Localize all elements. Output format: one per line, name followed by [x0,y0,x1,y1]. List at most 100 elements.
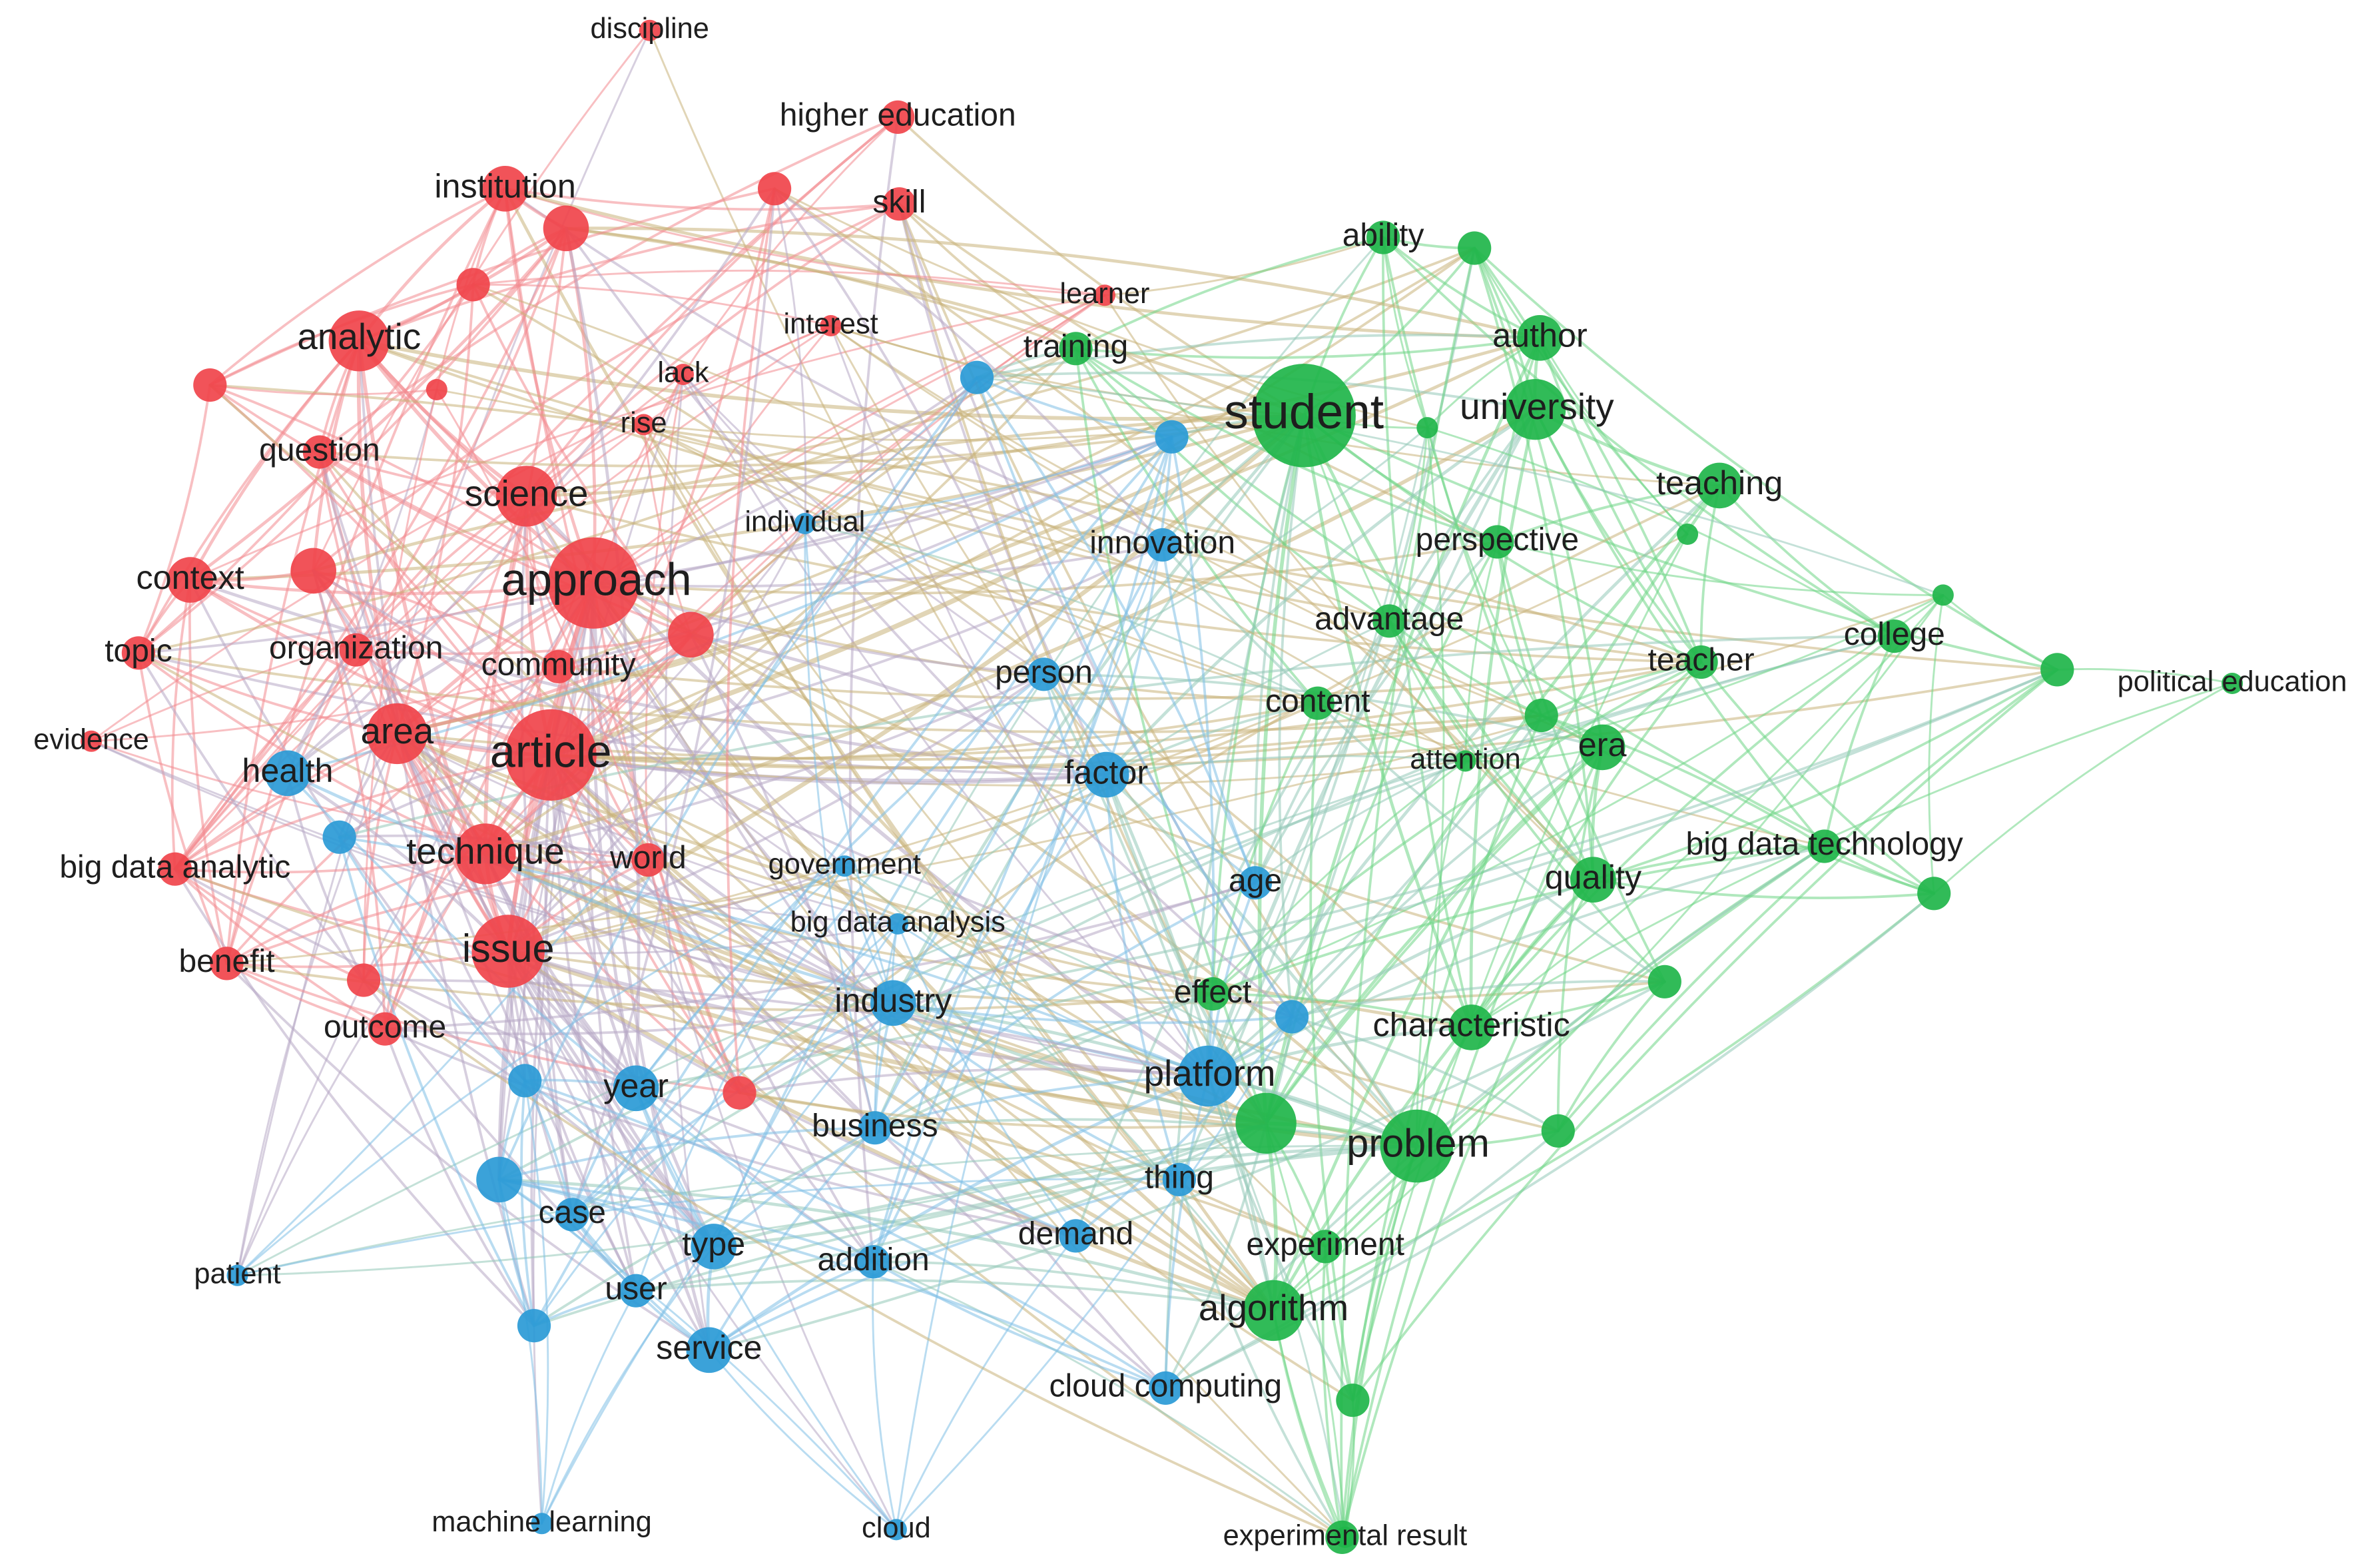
node-technique[interactable] [455,823,516,885]
node-discipline[interactable] [639,19,661,41]
node-year[interactable] [613,1065,659,1112]
node-government[interactable] [834,855,856,877]
node-user[interactable] [619,1274,653,1308]
node-b-u3[interactable] [322,820,356,854]
node-person[interactable] [1027,657,1061,691]
edge-approach-perspective [592,540,1499,595]
node-r-u4[interactable] [193,368,227,402]
node-article[interactable] [505,709,597,801]
node-content[interactable] [1301,686,1335,720]
node-experiment[interactable] [1309,1230,1342,1264]
edge-health-r-u5 [286,388,438,775]
node-patient[interactable] [226,1264,248,1286]
node-health[interactable] [264,750,311,797]
node-g-u11[interactable] [1336,1383,1370,1417]
node-quality[interactable] [1570,857,1616,903]
node-g-u12[interactable] [1325,1520,1359,1554]
node-context[interactable] [167,557,213,603]
node-advantage[interactable] [1372,604,1406,638]
node-lack[interactable] [673,364,694,386]
node-individual[interactable] [794,513,816,534]
node-area[interactable] [366,703,428,765]
node-b-u6[interactable] [476,1156,522,1203]
node-g-u1[interactable] [1458,231,1492,265]
node-r-u1[interactable] [758,172,792,206]
node-algorithm[interactable] [1243,1280,1305,1342]
node-training[interactable] [1059,332,1093,366]
node-g-u2[interactable] [1416,417,1438,439]
node-problem[interactable] [1380,1109,1454,1183]
node-g-u9[interactable] [1235,1092,1297,1154]
node-age[interactable] [1239,866,1273,900]
node-r-u8[interactable] [347,963,381,997]
node-b-u4[interactable] [1275,1000,1309,1034]
node-g-u10[interactable] [1541,1114,1575,1148]
node-characteristic[interactable] [1448,1004,1494,1050]
node-cloud[interactable] [885,1519,907,1541]
node-g-u4[interactable] [1932,584,1954,606]
node-demand[interactable] [1059,1219,1093,1253]
node-author[interactable] [1517,315,1563,361]
node-b-u2[interactable] [1155,420,1189,454]
node-university[interactable] [1504,379,1566,440]
node-higher-education[interactable] [881,100,915,134]
node-era[interactable] [1579,724,1626,771]
node-rise[interactable] [633,414,655,436]
node-outcome[interactable] [368,1012,402,1046]
node-big-data-analysis[interactable] [887,913,909,935]
node-service[interactable] [686,1327,733,1373]
node-ability[interactable] [1366,220,1400,254]
node-cloud-computing[interactable] [1149,1371,1183,1405]
node-perspective[interactable] [1480,525,1514,559]
node-g-u5[interactable] [2040,653,2074,687]
node-science[interactable] [495,466,557,527]
node-issue[interactable] [471,915,545,988]
node-attention[interactable] [1454,750,1476,772]
node-topic[interactable] [121,636,155,670]
node-addition[interactable] [856,1245,890,1279]
node-organization[interactable] [339,633,373,667]
node-thing[interactable] [1162,1162,1196,1196]
node-b-u5[interactable] [508,1064,542,1098]
node-platform[interactable] [1177,1045,1239,1107]
node-teacher[interactable] [1684,645,1718,679]
node-innovation[interactable] [1145,528,1179,562]
node-community[interactable] [541,649,575,683]
node-g-u7[interactable] [1917,877,1951,911]
node-student[interactable] [1252,364,1356,468]
node-machine-learning[interactable] [531,1513,553,1535]
node-learner[interactable] [1093,284,1115,306]
node-institution[interactable] [482,165,528,212]
node-business[interactable] [858,1111,892,1145]
node-political-education[interactable] [2222,673,2243,694]
node-g-u8[interactable] [1647,965,1681,998]
node-case[interactable] [555,1198,589,1232]
node-r-u6[interactable] [290,548,337,594]
node-question[interactable] [302,435,336,469]
node-type[interactable] [691,1224,737,1270]
node-r-u3[interactable] [456,268,490,302]
node-benefit[interactable] [210,947,244,980]
node-g-u6[interactable] [1524,698,1558,733]
node-industry[interactable] [870,980,916,1026]
node-approach[interactable] [547,537,639,629]
node-big-data-technology[interactable] [1807,829,1841,863]
node-factor[interactable] [1083,751,1129,798]
label-quality: quality [1545,858,1642,896]
node-r-u9[interactable] [723,1076,756,1110]
node-b-u1[interactable] [960,360,994,394]
node-analytic[interactable] [328,310,390,372]
node-b-u7[interactable] [517,1309,551,1343]
node-r-u5[interactable] [426,379,447,400]
node-evidence[interactable] [81,730,103,752]
node-r-u2[interactable] [543,205,589,252]
node-r-u7[interactable] [668,611,714,658]
node-g-u3[interactable] [1677,524,1699,545]
node-skill[interactable] [882,187,916,221]
node-big-data-analytic[interactable] [158,852,192,886]
node-interest[interactable] [820,315,842,336]
node-effect[interactable] [1196,977,1230,1011]
node-world[interactable] [631,843,665,877]
node-teaching[interactable] [1696,462,1743,509]
node-college[interactable] [1877,619,1911,653]
